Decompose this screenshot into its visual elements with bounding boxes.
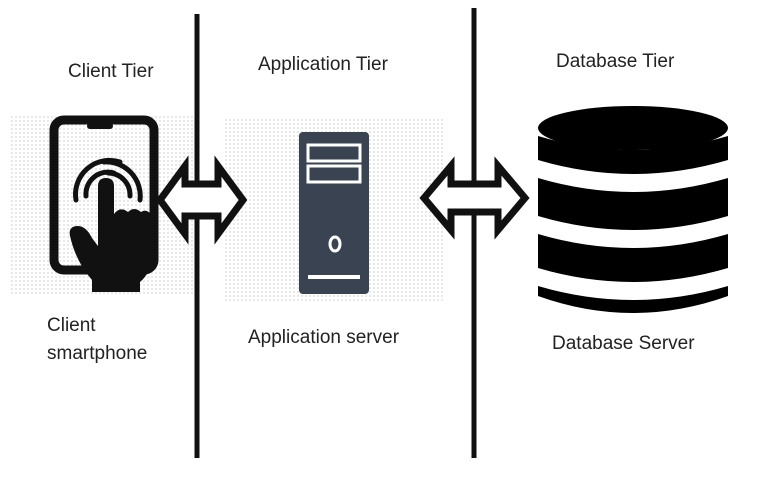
database-tier-label: Database Tier	[556, 51, 675, 72]
server-tower-icon	[299, 132, 369, 294]
client-label-line1: Client	[47, 315, 96, 336]
client-smartphone-label: Client smartphone	[47, 312, 197, 368]
smartphone-touch-icon	[49, 115, 159, 292]
application-tier-label: Application Tier	[258, 54, 388, 75]
bidirectional-arrow-left	[155, 155, 248, 245]
database-cylinder-icon	[538, 106, 728, 313]
client-label-line2: smartphone	[47, 343, 148, 364]
database-server-label: Database Server	[552, 333, 695, 354]
bidirectional-arrow-right	[419, 156, 530, 240]
client-tier-label: Client Tier	[68, 61, 154, 82]
application-server-label: Application server	[248, 327, 400, 348]
